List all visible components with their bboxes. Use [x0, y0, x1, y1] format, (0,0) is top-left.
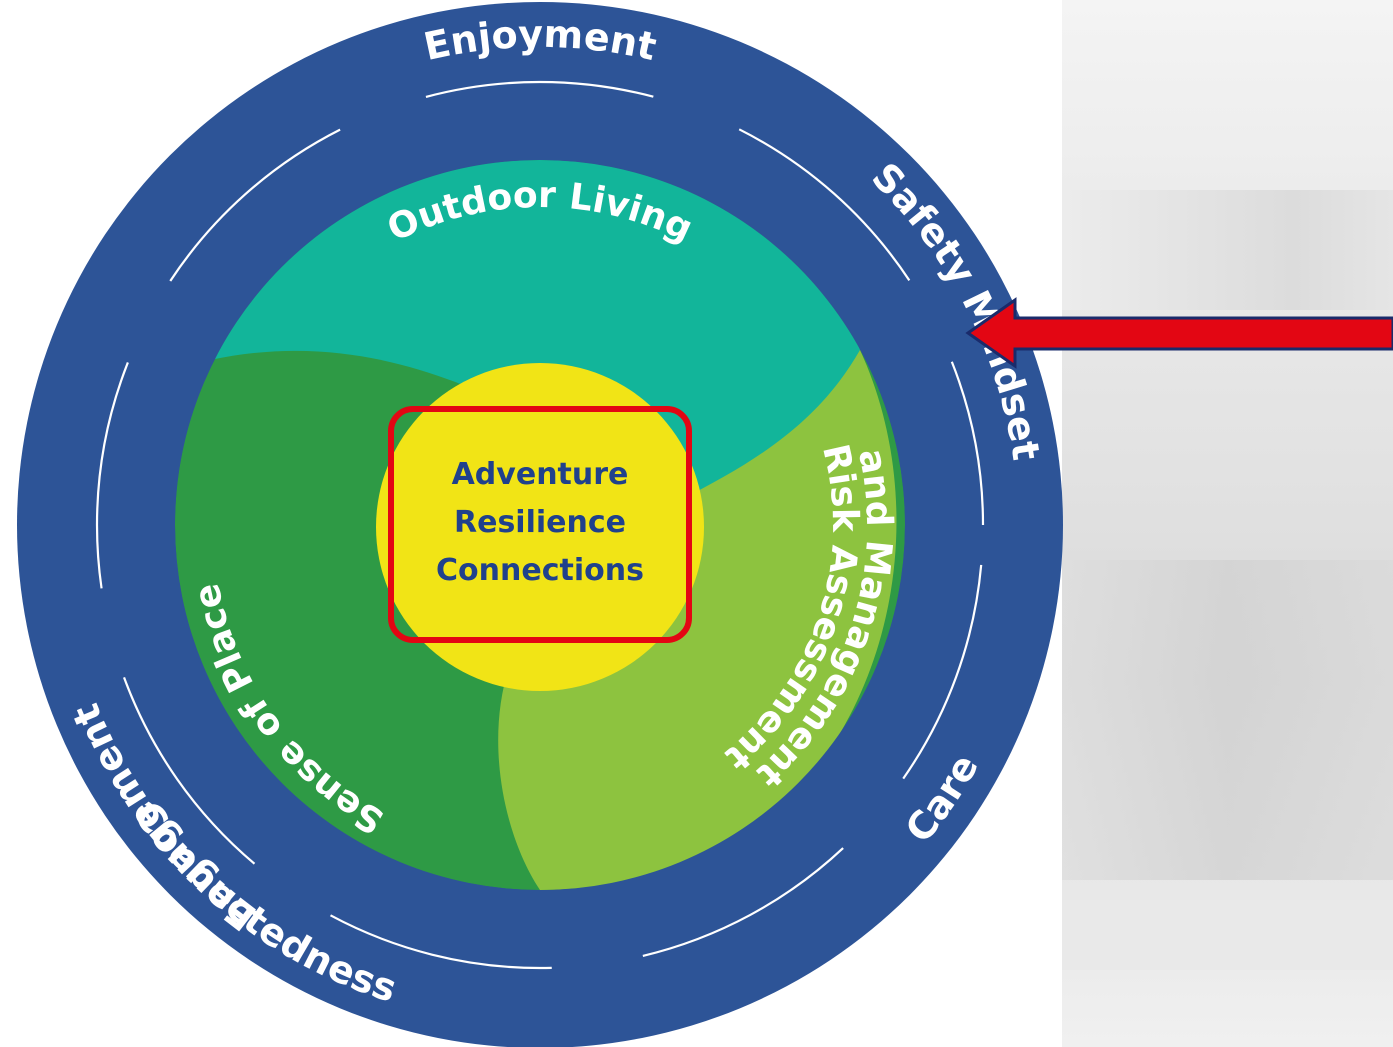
- background-photo: [1062, 0, 1393, 1047]
- segment-outdoor-living: [210, 160, 860, 500]
- core-highlight-box: [388, 406, 692, 643]
- core-circle: [376, 363, 704, 691]
- red-pointer-arrow: [965, 297, 1393, 369]
- outer-ring-divider: [95, 80, 985, 970]
- core-line-adventure: Adventure: [452, 457, 629, 492]
- core-line-connections: Connections: [436, 553, 644, 588]
- segment-risk-assessment: [498, 350, 897, 890]
- core-line-resilience: Resilience: [454, 505, 626, 540]
